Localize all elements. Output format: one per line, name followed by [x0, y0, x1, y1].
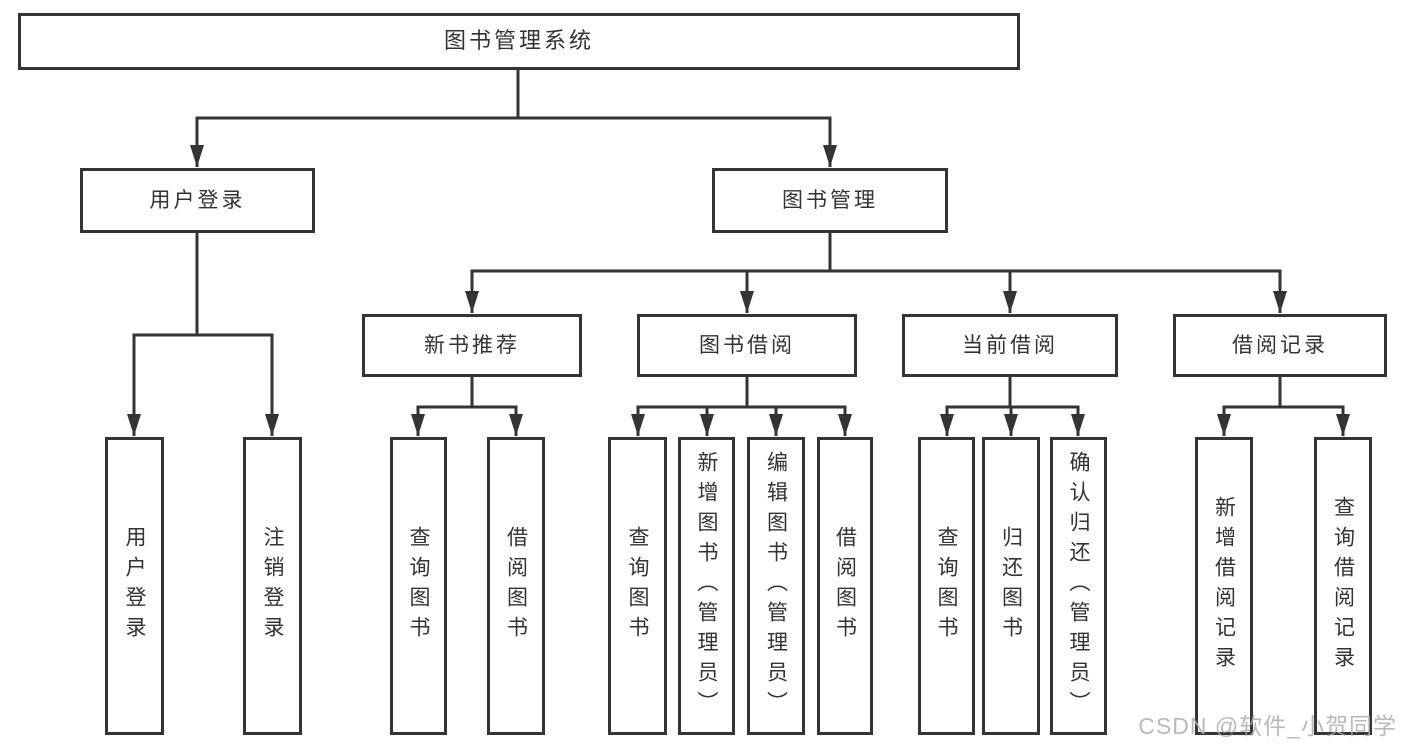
node-user-login: 用户登录 [80, 168, 315, 233]
node-new-book-recommend: 新书推荐 [362, 314, 582, 377]
node-book-borrowing: 图书借阅 [637, 314, 857, 377]
leaf-confirm-return-admin: 确认归还（管理员） [1050, 437, 1107, 735]
leaf-query-books-recommend: 查询图书 [390, 437, 447, 735]
leaf-edit-book-admin: 编辑图书（管理员） [747, 437, 805, 735]
leaf-query-books-current: 查询图书 [918, 437, 975, 735]
leaf-add-borrow-record: 新增借阅记录 [1195, 437, 1253, 735]
node-book-management: 图书管理 [712, 168, 948, 233]
node-root-system: 图书管理系统 [18, 13, 1020, 70]
csdn-watermark: CSDN @软件_小贺同学 [1138, 713, 1397, 739]
leaf-borrow-books-borrowing: 借阅图书 [817, 437, 873, 735]
leaf-query-books-borrowing: 查询图书 [608, 437, 667, 735]
leaf-return-book: 归还图书 [982, 437, 1040, 735]
leaf-borrow-books-recommend: 借阅图书 [487, 437, 545, 735]
leaf-logout: 注销登录 [243, 437, 302, 735]
node-borrowing-records: 借阅记录 [1173, 314, 1387, 377]
node-current-borrowing: 当前借阅 [902, 314, 1118, 377]
leaf-add-book-admin: 新增图书（管理员） [678, 437, 735, 735]
leaf-user-login: 用户登录 [105, 437, 164, 735]
leaf-query-borrow-record: 查询借阅记录 [1314, 437, 1372, 735]
